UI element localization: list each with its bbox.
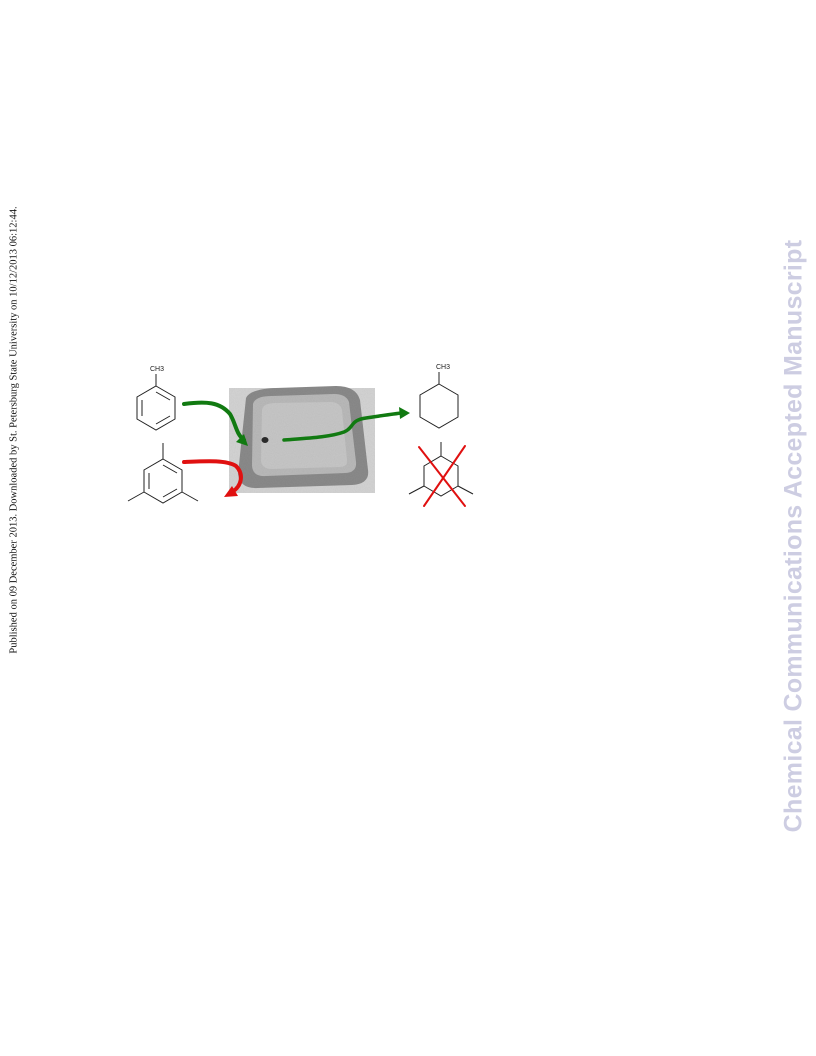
toluene-methyl-label: CH3 xyxy=(150,366,164,373)
cyclohexane-methyl-icon xyxy=(419,383,459,429)
methylcyclohexane-molecule xyxy=(419,372,459,429)
mesitylene-molecule xyxy=(127,443,199,504)
methylcyclohexane-methyl-label: CH3 xyxy=(436,364,450,371)
mesitylene-rejection-arrow xyxy=(182,459,243,494)
rejection-arrowhead xyxy=(224,486,238,497)
crystal-micrograph xyxy=(229,386,375,493)
exit-arrowhead xyxy=(399,407,410,419)
trimethylcyclohexane-icon xyxy=(423,455,459,497)
trimethylbenzene-icon xyxy=(143,458,183,504)
not-formed-cross-mark xyxy=(418,445,466,507)
toluene-molecule xyxy=(136,374,176,431)
product-exit-arrow xyxy=(282,411,404,442)
toluene-entry-arrow xyxy=(182,400,246,442)
benzene-ring-methyl-icon xyxy=(136,385,176,431)
trimethylcyclohexane-molecule xyxy=(408,442,474,497)
entry-arrowhead xyxy=(236,434,248,446)
